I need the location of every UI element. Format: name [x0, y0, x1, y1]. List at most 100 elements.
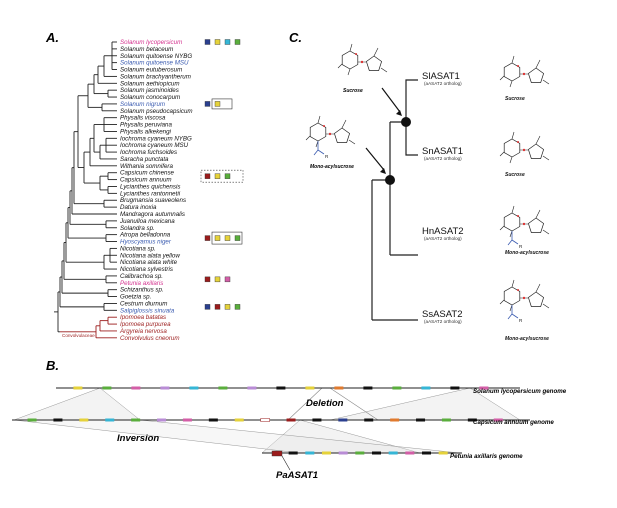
species-label: Capsicum annuum [120, 177, 172, 184]
trait-square [224, 276, 231, 283]
gene-block [189, 386, 199, 390]
box-capsicum [200, 169, 244, 183]
gene-block [79, 418, 89, 422]
gene-block [131, 418, 141, 422]
species-label: Iochroma cyaneum MSU [120, 142, 189, 149]
trait-square [224, 173, 231, 179]
enzyme-name: SnASAT1 [422, 146, 463, 157]
trait-squares [200, 39, 244, 310]
trait-square [204, 235, 211, 241]
gene-block [363, 386, 373, 390]
species-label: Lycianthes quichensis [120, 183, 180, 190]
species-label: Withania somnifera [120, 163, 173, 170]
gene-block [467, 418, 477, 422]
species-label: Physalis viscosa [120, 115, 166, 122]
gene-block [131, 386, 141, 390]
substrate-monoacyl-label: Mono-acylsucrose [310, 164, 354, 170]
trait-square [214, 235, 221, 241]
species-label: Solanum nigrum [120, 101, 165, 108]
species-label: Brugmansia suaveolens [120, 197, 186, 204]
species-label: Datura inoxia [120, 204, 157, 211]
enzyme-name: SsASAT2 [422, 309, 462, 320]
monoacylsucrose-structure: R [499, 205, 550, 249]
trait-square [204, 101, 211, 107]
product-label: Sucrose [505, 96, 525, 102]
species-label: Solanum jasminoides [120, 87, 179, 94]
panel-c-label: C. [289, 30, 302, 45]
r-group-label: R [325, 154, 329, 159]
species-label: Physalis alkekengi [120, 128, 172, 135]
species-label: Solanum betaceum [120, 46, 173, 53]
gene-block [322, 451, 331, 455]
species-label: Lycianthes rantonnetii [120, 190, 181, 197]
trait-square [224, 235, 231, 241]
sucrose-structure [337, 43, 388, 76]
gene-block [27, 418, 37, 422]
trait-square [204, 173, 211, 179]
gene-block [260, 418, 270, 422]
gene-block [234, 418, 244, 422]
sucrose-structure [499, 131, 550, 164]
r-group-label: R [519, 318, 523, 323]
enzyme-subtitle: (aASAT2 ortholog) [424, 319, 462, 324]
trait-square [234, 39, 241, 45]
gene-block [102, 386, 112, 390]
gene-block [441, 418, 451, 422]
gene-block [182, 418, 192, 422]
species-label: Iochroma cyaneum NYBG [120, 135, 192, 142]
species-label: Capsicum chinense [120, 170, 175, 177]
species-label: Solanum pseudocapsicum [120, 108, 193, 115]
synteny-diagram [12, 386, 530, 471]
gene-block [218, 386, 228, 390]
gene-block [247, 386, 257, 390]
species-label: Ipomoea batatas [120, 314, 166, 321]
product-label: Mono-acylsucrose [505, 336, 549, 342]
species-label: Mandragora autumnalis [120, 211, 185, 218]
gene-block [208, 418, 218, 422]
panel-c-tree [365, 79, 418, 321]
inversion-label: Inversion [117, 433, 159, 444]
genome-label-capsicum: Capsicum annuum genome [473, 419, 554, 426]
trait-square [224, 304, 231, 310]
species-label: Petunia axillaris [120, 280, 163, 287]
species-label: Solanum aethiopicum [120, 80, 180, 87]
gene-block [160, 386, 170, 390]
gene-block [53, 418, 63, 422]
trait-square [224, 39, 231, 45]
species-label: Cestrum diurnum [120, 300, 167, 307]
genome-label-tomato: Solanum lycopersicum genome [473, 388, 567, 395]
panel-b-label: B. [46, 358, 59, 373]
gene-block [73, 386, 83, 390]
gene-block [338, 418, 348, 422]
box-nigrum [211, 98, 233, 110]
gene-block [438, 451, 448, 455]
enzyme-labels: SlASAT1(aASAT2 ortholog)SucroseSnASAT1(a… [422, 71, 549, 342]
trait-square [214, 39, 221, 45]
gene-block [288, 451, 298, 455]
gene-block [305, 451, 315, 455]
gene-block [276, 386, 286, 390]
gene-block [334, 386, 344, 390]
species-label: Nicotiana alata white [120, 259, 178, 266]
species-label: Nicotiana sp. [120, 245, 156, 252]
gene-block [355, 451, 365, 455]
enzyme-subtitle: (aASAT2 ortholog) [424, 81, 462, 86]
trait-square [204, 276, 211, 283]
gene-block [416, 418, 426, 422]
sucrose-structures: R R R [305, 43, 550, 323]
gene-block [338, 451, 348, 455]
gene-block [305, 386, 315, 390]
gene-block [421, 386, 431, 390]
trait-square [204, 39, 211, 45]
gene-block [157, 418, 167, 422]
gene-block [388, 451, 398, 455]
paasat1-label: PaASAT1 [276, 470, 318, 481]
monoacylsucrose-structure: R [305, 115, 356, 159]
substrate-sucrose-label: Sucrose [343, 88, 363, 94]
enzyme-subtitle: (aASAT2 ortholog) [424, 236, 462, 241]
gene-block [392, 386, 402, 390]
species-label: Saracha punctata [120, 156, 169, 163]
species-label: Juanulloa mexicana [119, 218, 175, 225]
gene-block [479, 386, 489, 390]
r-group-label: R [519, 244, 523, 249]
